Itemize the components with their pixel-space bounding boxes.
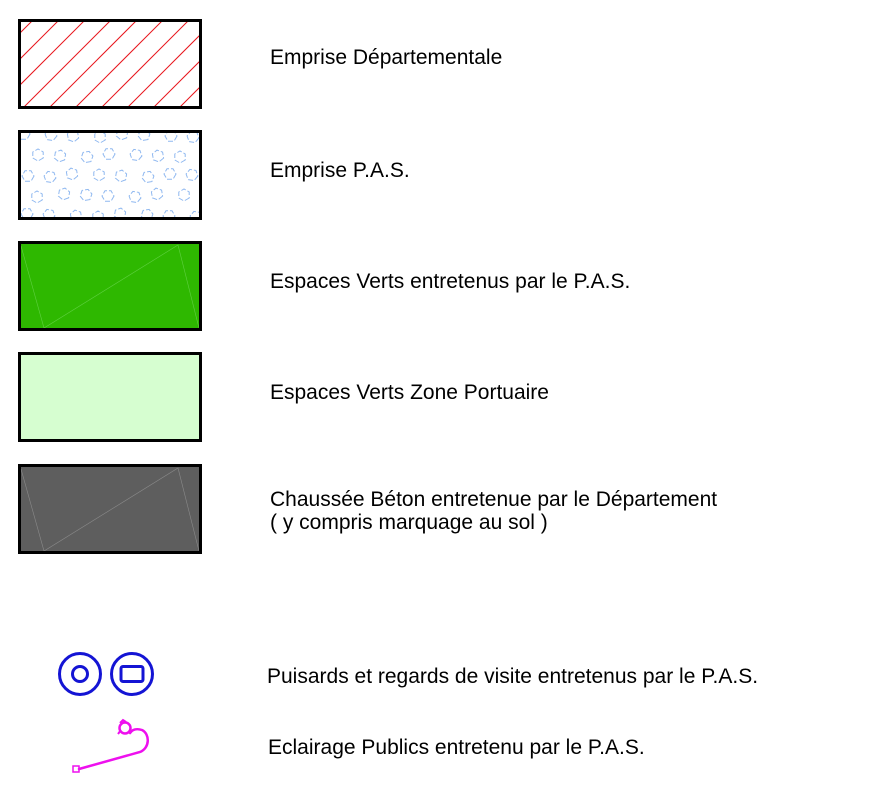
- label-espaces-verts-pas: Espaces Verts entretenus par le P.A.S.: [270, 270, 631, 293]
- label-emprise-departementale: Emprise Départementale: [270, 46, 503, 69]
- label-chaussee-beton-line2: ( y compris marquage au sol ): [270, 511, 548, 534]
- label-emprise-pas: Emprise P.A.S.: [270, 159, 410, 182]
- manhole-icon: [54, 650, 158, 698]
- swatch-espaces-verts-pas: [18, 241, 202, 331]
- street-light-icon: [70, 718, 154, 780]
- label-espaces-verts-zone-portuaire: Espaces Verts Zone Portuaire: [270, 381, 549, 404]
- swatch-emprise-pas: [18, 130, 202, 220]
- label-puisards: Puisards et regards de visite entretenus…: [267, 665, 759, 688]
- swatch-emprise-departementale: [18, 19, 202, 109]
- swatch-chaussee-beton: [18, 464, 202, 554]
- label-chaussee-beton-line1: Chaussée Béton entretenue par le Départe…: [270, 488, 718, 511]
- label-eclairage: Eclairage Publics entretenu par le P.A.S…: [268, 736, 645, 759]
- swatch-espaces-verts-zone-portuaire: [18, 352, 202, 442]
